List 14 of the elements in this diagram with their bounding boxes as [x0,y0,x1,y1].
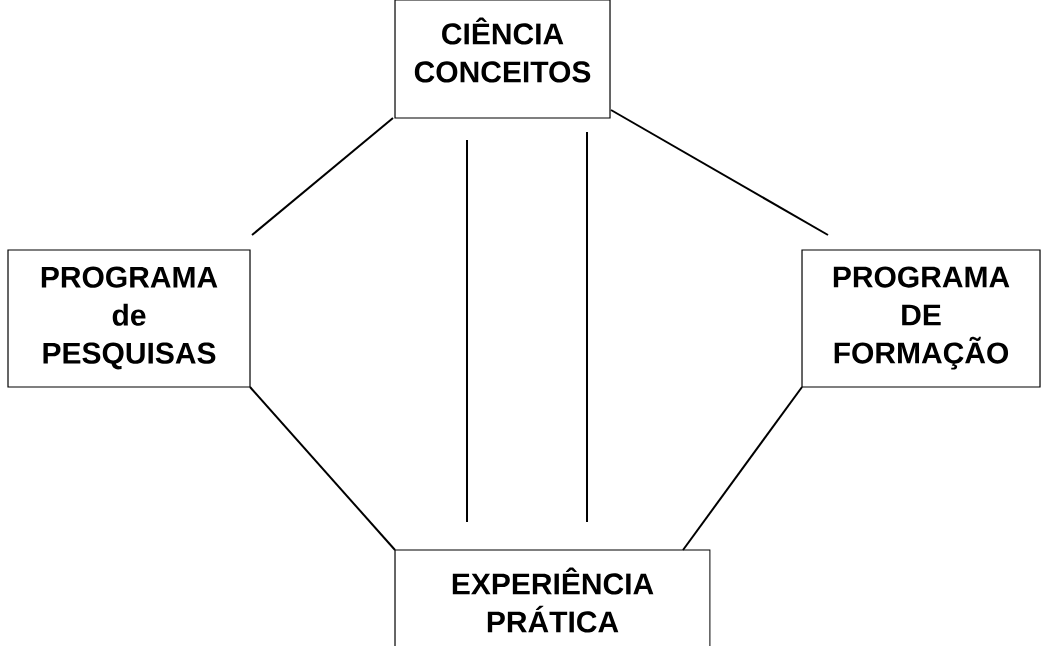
connector-line [466,139,468,523]
box-label: PROGRAMA de PESQUISAS [41,266,218,370]
box-label: CIÊNCIA CONCEITOS [414,17,591,83]
box-label: PROGRAMA DE FORMAÇÃO [833,266,1010,370]
connector-line [251,117,394,236]
box-label: EXPERIÊNCIA PRÁTICA [452,567,654,633]
concept-box [394,0,611,119]
connector-line [249,386,396,551]
concept-box [801,249,1041,388]
connector-line [610,109,829,236]
connector-line [682,386,803,551]
connector-line [586,131,588,523]
concept-box [7,249,251,388]
concept-box [394,549,711,646]
